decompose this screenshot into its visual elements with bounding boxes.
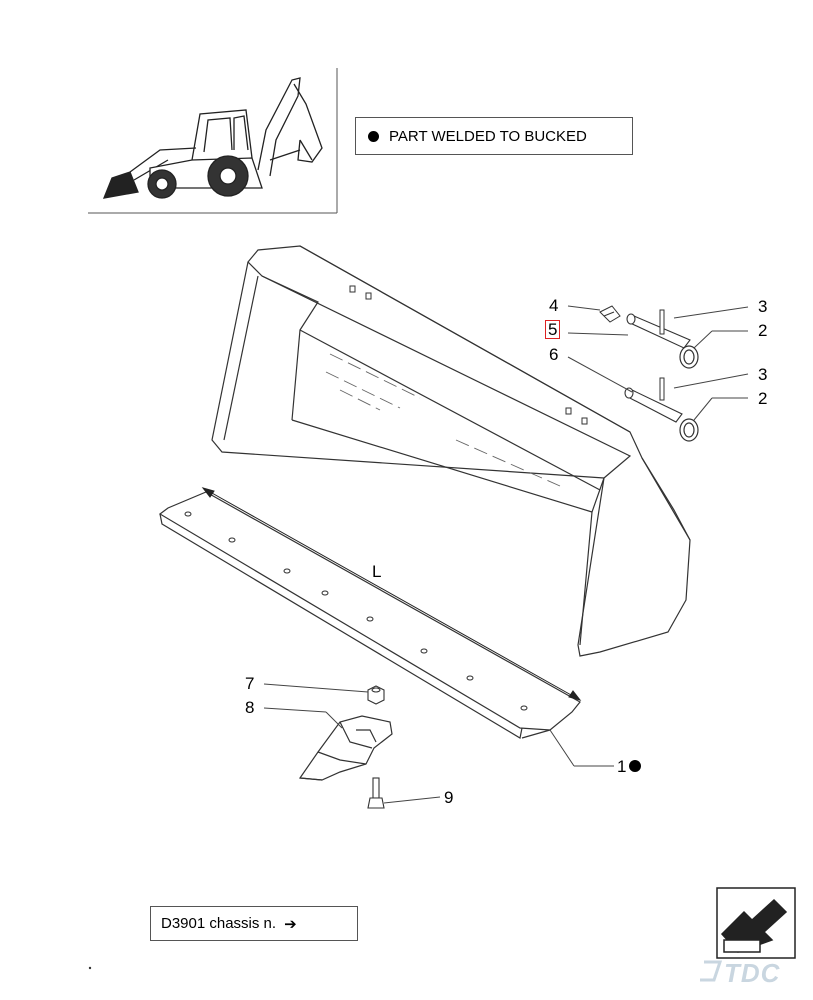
arrow-right-icon: ➔ [284,915,297,933]
callout-3-upper[interactable]: 3 [758,297,768,316]
leader-lines [263,305,749,804]
pin-part-lower [624,387,683,423]
backhoe-loader-icon [102,77,323,199]
callout-2-upper[interactable]: 2 [758,321,768,340]
page-turn-icon[interactable] [716,887,796,959]
callout-8[interactable]: 8 [245,698,255,717]
roll-pin-upper [659,309,665,335]
callout-3-lower[interactable]: 3 [758,365,768,384]
watermark-text: TDC [724,958,781,988]
cutting-edge-blade [158,491,581,739]
pin-part-upper [626,313,691,349]
bushing-lower [679,418,699,442]
callout-4[interactable]: 4 [549,296,559,315]
filled-circle-icon [629,760,641,772]
filled-circle-icon [368,130,379,142]
tooth-part [298,715,393,781]
bolt-part [367,777,385,809]
callout-2-lower[interactable]: 2 [758,389,768,408]
bucket-drawing [211,245,691,657]
chassis-note-box: D3901 chassis n. ➔ [150,906,358,941]
chassis-note-text: D3901 chassis n. [161,915,277,932]
callout-7[interactable]: 7 [245,674,255,693]
grease-fitting-part [599,305,621,323]
nut-part [367,685,385,705]
legend-box: PART WELDED TO BUCKED [355,117,633,155]
legend-text: PART WELDED TO BUCKED [389,127,587,145]
dimension-line [201,487,582,701]
roll-pin-lower [659,377,665,401]
callout-9[interactable]: 9 [444,788,454,807]
dimension-label: L [372,562,382,581]
stray-dot [88,966,92,970]
callout-1[interactable]: 1 [617,757,627,776]
thumbnail-frame [88,68,338,214]
callout-5[interactable]: 5 [545,320,561,339]
bushing-upper [679,345,699,369]
tdc-logo-icon [700,960,723,982]
callout-6[interactable]: 6 [549,345,559,364]
